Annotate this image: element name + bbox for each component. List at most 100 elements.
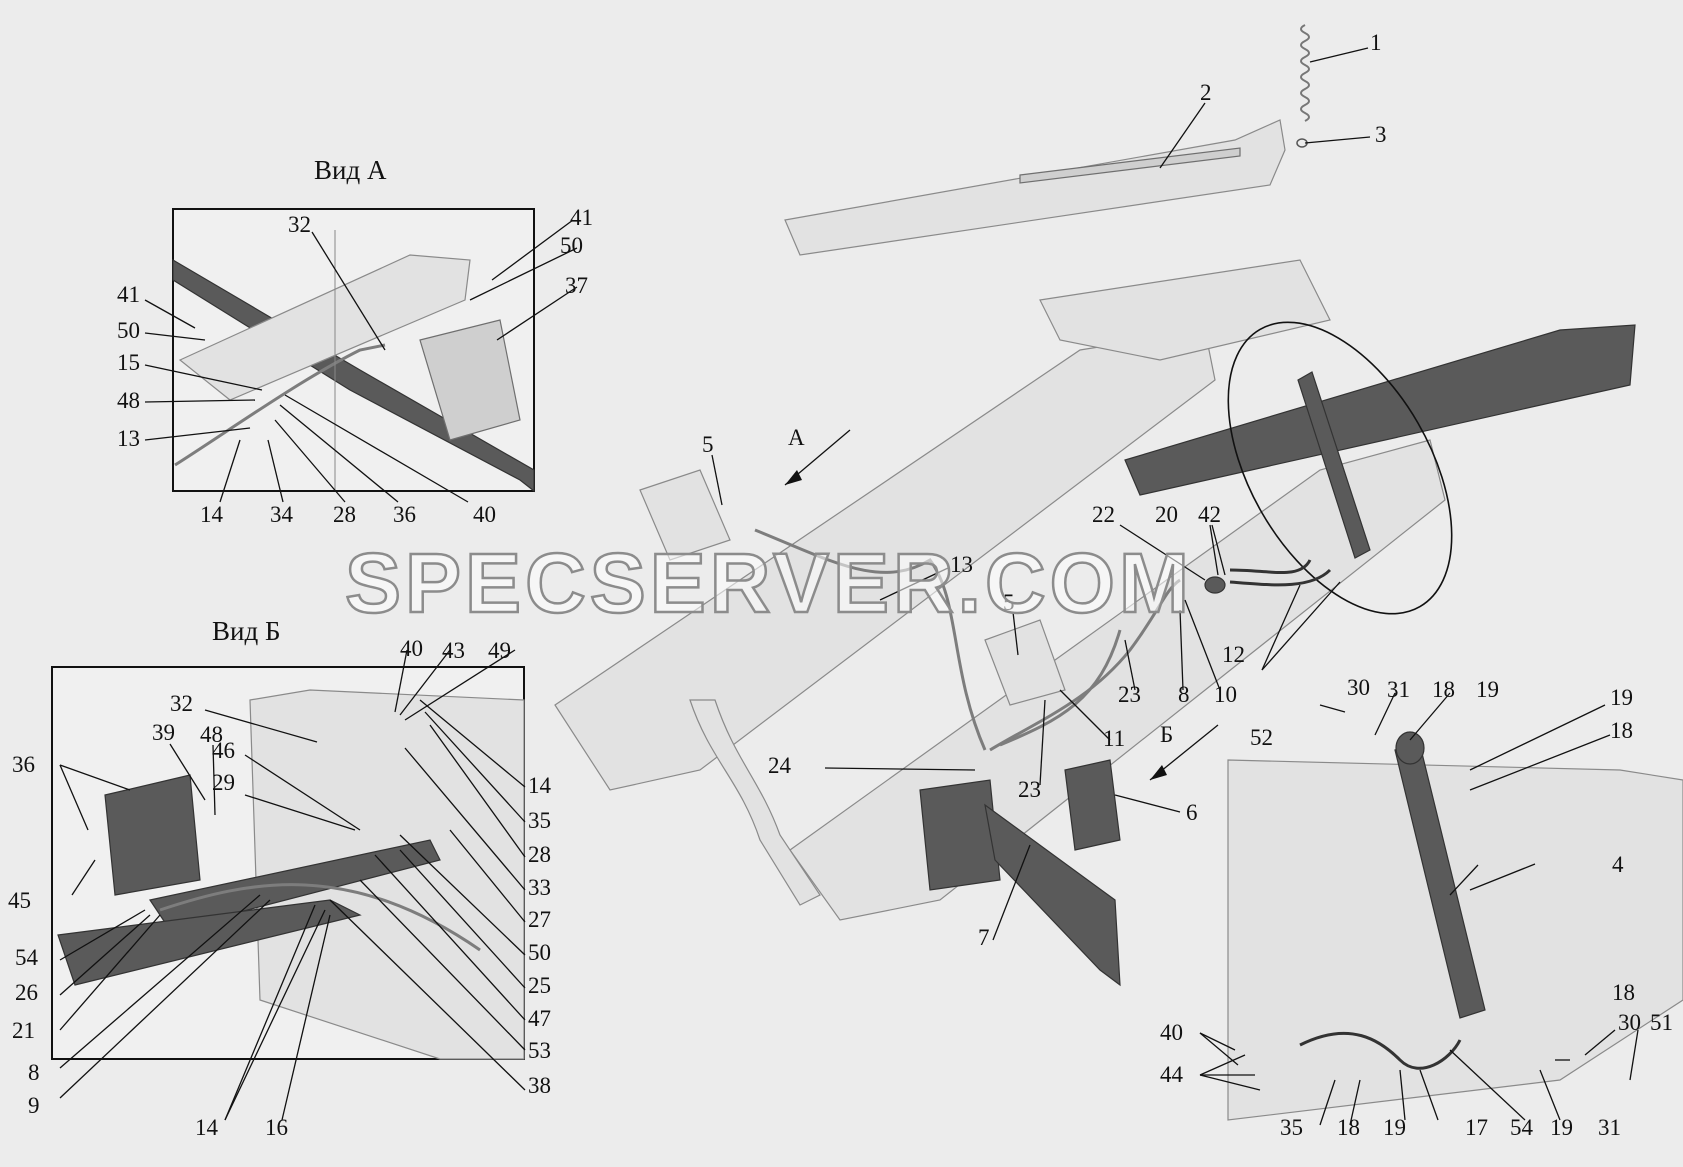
callout-a-41l: 41 [117,282,140,307]
pipe-13 [754,528,987,751]
callout-b-25: 25 [528,973,551,998]
cross-member-rear [1039,259,1331,361]
detail-callouts: 30 31 18 19 52 19 18 4 40 44 35 18 19 17… [1160,675,1673,1140]
spring-coil [1300,24,1310,122]
callout-b-32: 32 [170,691,193,716]
callout-11: 11 [1103,726,1125,751]
arrow-b-head [1150,765,1167,780]
view-a-bracket [419,319,521,441]
callout-b-38: 38 [528,1073,551,1098]
pump-support-arm [984,803,1121,987]
callout-d-18t: 18 [1432,677,1455,702]
callout-a-32: 32 [288,212,311,237]
callout-d-19r: 19 [1610,685,1633,710]
left-frame-rail [554,329,1216,791]
top-beam [784,119,1286,256]
callout-d-31t: 31 [1387,677,1410,702]
watermark: SPECSERVER.COM [345,536,1193,630]
callout-a-40: 40 [473,502,496,527]
callout-d-30b: 30 [1618,1010,1641,1035]
view-a-pipe [174,343,386,467]
callout-b-27: 27 [528,907,551,932]
callout-b-14b: 14 [195,1115,219,1140]
view-a-callouts: 32 41 50 37 41 50 15 48 13 14 34 28 36 4… [117,205,593,527]
cylinder-highlight-ellipse [1227,321,1453,615]
callout-13: 13 [950,552,973,577]
callout-d-18b: 18 [1337,1115,1360,1140]
callout-a-50r: 50 [560,233,583,258]
callout-d-51: 51 [1650,1010,1673,1035]
callout-b-47: 47 [528,1006,551,1031]
lower-loop [689,699,821,906]
detail-hose [1299,1031,1462,1070]
callout-d-30t: 30 [1347,675,1370,700]
callout-24: 24 [768,753,792,778]
callout-3: 3 [1375,122,1387,147]
callout-b-45: 45 [8,888,31,913]
view-a-inset [172,208,535,493]
view-a-title: Вид А [314,155,387,185]
callout-b-9: 9 [28,1093,40,1118]
main-callouts: 1 2 3 5 13 5 22 20 42 12 23 8 10 11 24 2… [702,30,1387,950]
callout-7: 7 [978,925,990,950]
callout-d-54: 54 [1510,1115,1534,1140]
callout-d-19t: 19 [1476,677,1499,702]
tilt-cylinder-main [1297,371,1371,559]
callout-b-26: 26 [15,980,38,1005]
detail-inset [1227,731,1683,1121]
callout-b-43: 43 [442,638,465,663]
callout-d-19br: 19 [1550,1115,1573,1140]
pipe-12 [1229,559,1332,587]
callout-b-16: 16 [265,1115,288,1140]
callout-d-18r: 18 [1610,718,1633,743]
view-a-dark-rail [172,258,535,493]
callout-d-52: 52 [1250,725,1273,750]
callout-a-36: 36 [393,502,416,527]
arrow-a-letter: А [788,425,805,450]
front-bracket-right [984,619,1066,706]
callout-b-40: 40 [400,636,423,661]
callout-a-48: 48 [117,388,140,413]
callout-a-13: 13 [117,426,140,451]
callout-b-39: 39 [152,720,175,745]
callout-b-48: 48 [200,722,223,747]
callout-d-40: 40 [1160,1020,1183,1045]
pipe-23 [989,578,1181,752]
detail-cylinder-eye-top [1395,731,1425,765]
view-b-pipe [159,883,481,952]
arrow-b-letter: Б [1160,722,1173,747]
callout-b-46: 46 [212,738,235,763]
fitting-20 [1204,576,1226,594]
view-b-callouts: 40 43 49 32 39 48 46 29 36 45 14 35 28 3… [8,636,552,1140]
callout-b-53: 53 [528,1038,551,1063]
view-b-inset [51,666,525,1060]
hand-pump [1064,759,1121,851]
callout-8: 8 [1178,682,1190,707]
callout-b-28: 28 [528,842,551,867]
dark-beam [1124,324,1636,496]
pump-mount-plate [919,779,1001,891]
callout-d-4: 4 [1612,852,1624,877]
callout-23b: 23 [1018,777,1041,802]
callout-1: 1 [1370,30,1382,55]
leader-lines [59,47,1639,1126]
callout-b-36: 36 [12,752,35,777]
callout-5a: 5 [702,432,714,457]
callout-23a: 23 [1118,682,1141,707]
callout-b-14r: 14 [528,773,552,798]
front-bracket-left [639,469,731,561]
callout-42: 42 [1198,502,1221,527]
callout-5b: 5 [1003,590,1015,615]
callout-a-41r: 41 [570,205,593,230]
callout-d-35: 35 [1280,1115,1303,1140]
callout-b-21: 21 [12,1018,35,1043]
callout-b-33: 33 [528,875,551,900]
callout-a-28: 28 [333,502,356,527]
arrow-a-head [785,470,802,485]
main-assembly [554,24,1636,987]
callout-a-14: 14 [200,502,224,527]
top-beam-groove [1019,147,1241,184]
callout-b-8: 8 [28,1060,40,1085]
callout-20: 20 [1155,502,1178,527]
callout-2: 2 [1200,80,1212,105]
